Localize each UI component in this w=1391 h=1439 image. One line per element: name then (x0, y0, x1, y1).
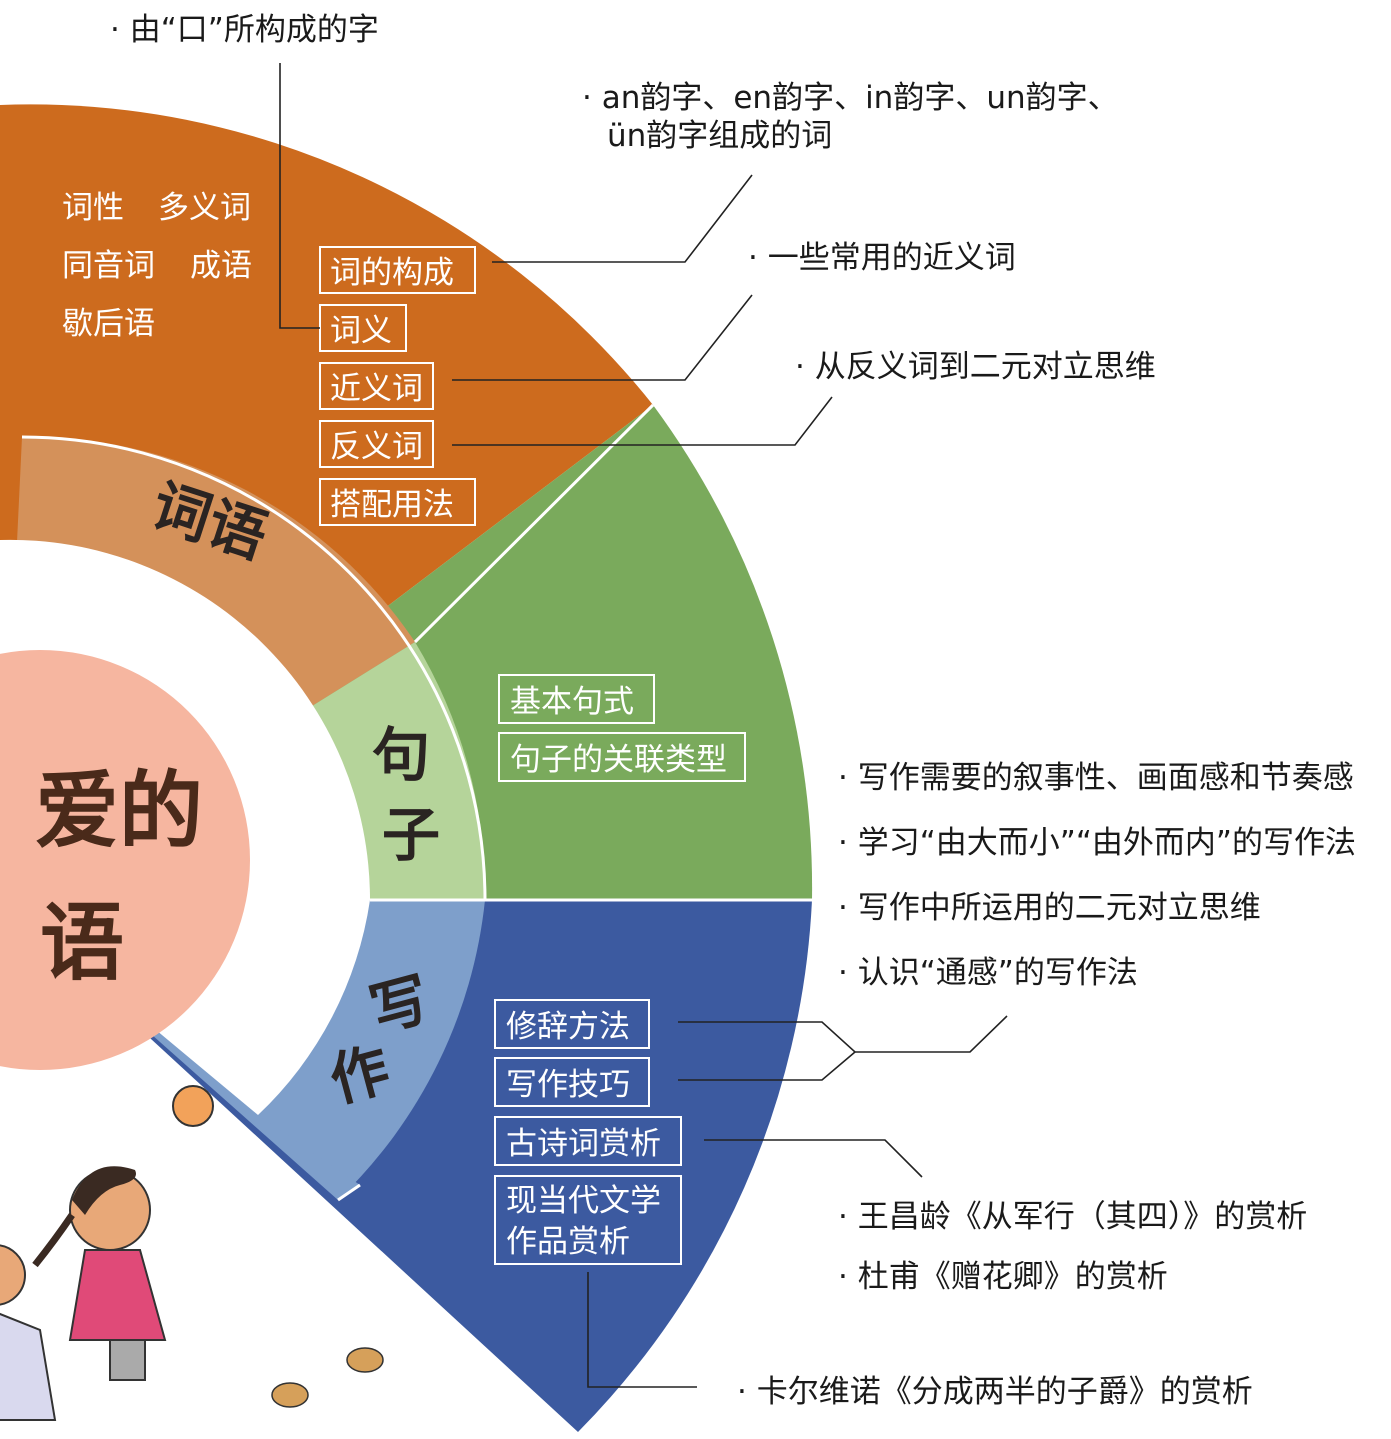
ring-divider (21, 435, 487, 901)
tag-box-guanlian (498, 732, 746, 782)
tag-xiandangdai-1: 现当代文学 (506, 1183, 661, 1219)
girl-legs-icon (109, 1339, 146, 1381)
note-poem-2: · 杜甫《赠花卿》的赏析 (838, 1259, 1168, 1295)
term-tongyinci: 同音词 (62, 248, 155, 284)
tag-cideGoucheng: 词的构成 (330, 255, 454, 291)
girl-braid-icon (32, 1213, 75, 1268)
section-label-juzi-1: 句 (372, 721, 430, 789)
tag-box-gushici (494, 1116, 682, 1166)
tag-box-cideGoucheng (319, 246, 476, 294)
connector-synonym (452, 294, 753, 381)
note-writing-3: · 写作中所运用的二元对立思维 (838, 890, 1261, 926)
center-circle (0, 650, 250, 1070)
connector-writing-2 (678, 1051, 856, 1081)
connector-top (279, 63, 320, 329)
sector-divider-3 (337, 1183, 361, 1202)
note-synonym: · 一些常用的近义词 (748, 240, 1016, 276)
boy-head-icon (0, 1244, 26, 1306)
tag-gushici: 古诗词赏析 (506, 1126, 661, 1162)
tag-xiandangdai-2: 作品赏析 (506, 1224, 630, 1260)
tag-fanyici: 反义词 (330, 429, 423, 465)
connector-rhyme (492, 174, 753, 263)
girl-dress-icon (68, 1249, 167, 1341)
boy-body-icon (0, 1312, 57, 1421)
section-label-juzi-2: 子 (382, 801, 440, 869)
connector-antonym (452, 396, 833, 446)
tag-guanlian: 句子的关联类型 (510, 742, 727, 778)
note-rhyme-1: · an韵字、en韵字、in韵字、un韵字、 (582, 80, 1119, 116)
tag-box-jiqiao (494, 1057, 650, 1107)
tag-box-xiandangdai (494, 1175, 682, 1265)
connector-modern (587, 1272, 697, 1388)
note-writing-4: · 认识“通感”的写作法 (838, 955, 1138, 991)
tag-jinyici: 近义词 (330, 371, 423, 407)
note-rhyme-2: ün韵字组成的词 (607, 118, 832, 154)
chick-icon (346, 1347, 384, 1373)
tag-box-jinyici (319, 362, 434, 410)
note-writing-2: · 学习“由大而小”“由外而内”的写作法 (838, 825, 1356, 861)
term-xiehouyu: 歇后语 (62, 306, 155, 342)
xiezuo-inner-stub (258, 1115, 360, 1200)
note-writing-1: · 写作需要的叙事性、画面感和节奏感 (838, 760, 1354, 796)
tag-box-fanyici (319, 420, 434, 468)
tag-box-xiuci (494, 999, 650, 1049)
tag-dapei: 搭配用法 (330, 487, 454, 523)
tag-box-dapei (319, 478, 476, 526)
tag-xiuci: 修辞方法 (506, 1009, 630, 1045)
note-modern: · 卡尔维诺《分成两半的子爵》的赏析 (737, 1374, 1253, 1410)
chick-icon (271, 1382, 309, 1408)
connector-poem (704, 1139, 923, 1178)
girl-hair-icon (72, 1166, 136, 1215)
center-title-line2: 语 (40, 893, 124, 992)
tag-jibenjushi: 基本句式 (510, 684, 634, 720)
ball-icon (172, 1085, 214, 1127)
note-top: · 由“口”所构成的字 (110, 12, 379, 48)
term-chengyu: 成语 (190, 248, 252, 284)
tag-box-jibenjushi (498, 674, 655, 724)
tag-jiqiao: 写作技巧 (506, 1067, 630, 1103)
kids-illustration (0, 1085, 384, 1421)
note-antonym: · 从反义词到二元对立思维 (795, 349, 1156, 385)
term-cixing: 词性 (62, 190, 124, 226)
center-title-line1: 爱的 (35, 761, 203, 860)
tag-ciyi: 词义 (330, 313, 392, 349)
term-duoyici: 多义词 (158, 190, 251, 226)
note-poem-1: · 王昌龄《从军行（其四）》的赏析 (838, 1199, 1307, 1235)
